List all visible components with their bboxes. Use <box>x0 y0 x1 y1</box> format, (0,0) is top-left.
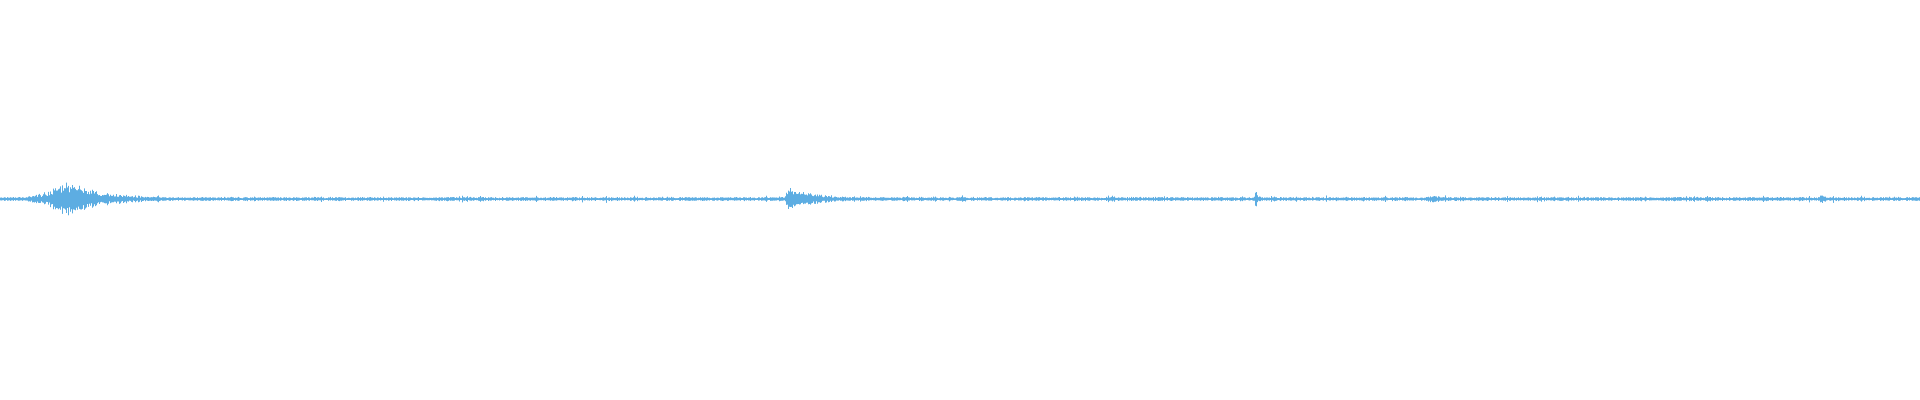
waveform-trace <box>0 182 1920 216</box>
